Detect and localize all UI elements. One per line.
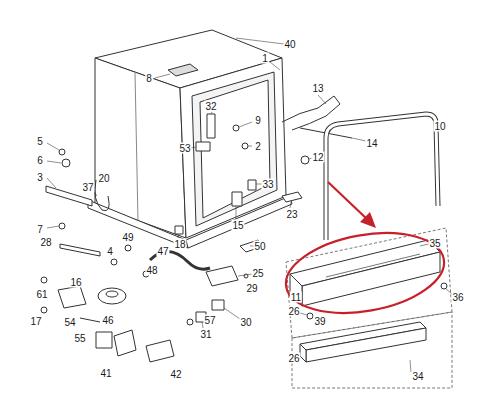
- callout-number: 30: [239, 317, 252, 328]
- callout-number: 20: [97, 173, 110, 184]
- callout-number: 4: [106, 246, 114, 257]
- callout-number: 14: [365, 138, 378, 149]
- callout-number: 50: [253, 241, 266, 252]
- callout-number: 23: [285, 209, 298, 220]
- callout-number: 41: [99, 368, 112, 379]
- callout-number: 17: [29, 316, 42, 327]
- callout-number: 29: [245, 283, 258, 294]
- callout-number: 25: [251, 268, 264, 279]
- callout-number: 55: [73, 333, 86, 344]
- callout-number: 49: [121, 232, 134, 243]
- callout-number: 40: [283, 39, 296, 50]
- callout-number: 42: [169, 369, 182, 380]
- callout-number: 35: [428, 238, 441, 249]
- callout-number: 1: [261, 53, 269, 64]
- callout-number: 46: [101, 315, 114, 326]
- callout-number: 47: [156, 246, 169, 257]
- callout-number: 37: [81, 182, 94, 193]
- callout-number: 61: [35, 289, 48, 300]
- callout-number: 26: [287, 353, 300, 364]
- callout-number: 57: [203, 315, 216, 326]
- callout-number: 13: [311, 83, 324, 94]
- callout-number: 34: [411, 371, 424, 382]
- callout-number: 7: [36, 224, 44, 235]
- callout-number: 31: [199, 329, 212, 340]
- callout-number: 33: [261, 179, 274, 190]
- callout-number: 28: [39, 237, 52, 248]
- callout-number: 3: [36, 172, 44, 183]
- callout-number: 48: [145, 265, 158, 276]
- callout-number: 5: [36, 136, 44, 147]
- callout-number: 54: [63, 317, 76, 328]
- callout-number: 11: [290, 292, 302, 303]
- callout-number: 26: [287, 306, 300, 317]
- callout-number: 12: [311, 152, 324, 163]
- callout-number: 39: [313, 316, 326, 327]
- callout-number: 9: [254, 115, 262, 126]
- callout-number: 6: [36, 155, 44, 166]
- callout-number: 32: [204, 101, 217, 112]
- callout-number: 10: [433, 121, 446, 132]
- callout-number: 16: [69, 277, 82, 288]
- callout-number: 53: [178, 143, 191, 154]
- callout-number: 8: [145, 73, 153, 84]
- callout-number: 2: [254, 141, 262, 152]
- callout-number: 18: [173, 239, 186, 250]
- callout-number: 15: [231, 220, 244, 231]
- callout-number: 36: [451, 292, 464, 303]
